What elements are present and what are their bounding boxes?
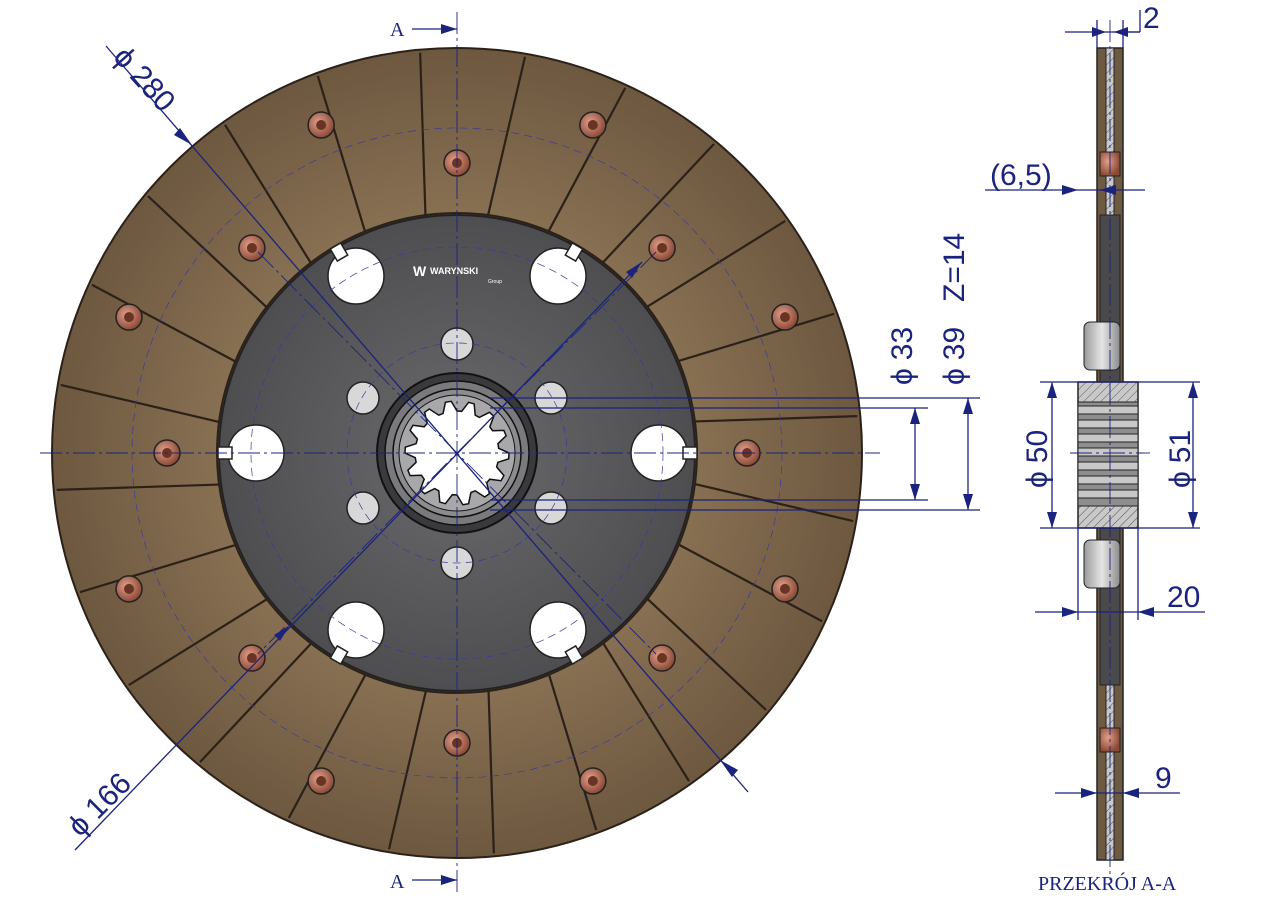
facing-groove xyxy=(316,75,367,232)
dimension-hub-width: 20 xyxy=(1035,528,1205,620)
svg-text:ϕ50: ϕ50 xyxy=(1021,430,1054,488)
facing-groove xyxy=(147,195,268,308)
rivet-center xyxy=(124,583,135,594)
facing-groove xyxy=(602,642,691,782)
spring-windows xyxy=(217,241,698,666)
rivet-center xyxy=(246,242,257,253)
facing-groove xyxy=(487,690,495,854)
rivet-center xyxy=(779,312,790,323)
rivet-center xyxy=(246,653,257,664)
rivet-center xyxy=(657,653,668,664)
facing-groove xyxy=(487,56,527,216)
rivet-center xyxy=(587,775,598,786)
facing-groove xyxy=(387,690,427,850)
rivet-center xyxy=(587,120,598,131)
facing-groove xyxy=(678,543,823,623)
rivet-center xyxy=(316,775,327,786)
facing-groove xyxy=(79,543,236,594)
svg-text:A: A xyxy=(390,871,405,893)
svg-text:A: A xyxy=(390,19,405,41)
rivet-center xyxy=(779,583,790,594)
svg-text:ϕ51: ϕ51 xyxy=(1164,430,1197,488)
dimension-thickness-top: 2 xyxy=(1065,2,1160,48)
facing-groove xyxy=(646,598,767,711)
svg-text:ϕ166: ϕ166 xyxy=(62,767,138,843)
dimension-thickness-mid: (6,5) xyxy=(985,159,1145,195)
svg-text:20: 20 xyxy=(1167,581,1200,614)
svg-text:(6,5): (6,5) xyxy=(990,159,1052,192)
facing-groove xyxy=(602,143,715,264)
dimension-hub-diameter: ϕ50 ϕ51 xyxy=(1021,381,1200,529)
svg-text:Z=14: Z=14 xyxy=(938,233,971,302)
facing-groove xyxy=(694,483,854,523)
logo-text: WARYNSKI xyxy=(430,266,478,276)
dimension-spline: ϕ33 ϕ39 Z=14 xyxy=(490,233,980,511)
logo-subtext: Group xyxy=(488,279,502,285)
facing-groove xyxy=(419,52,427,216)
svg-text:ϕ33: ϕ33 xyxy=(886,327,919,385)
facing-groove xyxy=(91,283,236,363)
facing-groove xyxy=(128,598,268,687)
facing-groove xyxy=(678,312,835,363)
section-title: PRZEKRÓJ A-A xyxy=(1038,871,1177,895)
facing-groove xyxy=(694,415,858,423)
facing-groove xyxy=(547,87,627,232)
facing-groove xyxy=(56,483,220,491)
rivet-center xyxy=(124,312,135,323)
facing-groove xyxy=(646,219,786,308)
logo-mark: W xyxy=(413,263,427,279)
svg-text:ϕ280: ϕ280 xyxy=(107,41,182,119)
facing-groove xyxy=(60,383,220,423)
facing-grooves xyxy=(56,52,858,854)
facing-groove xyxy=(547,674,598,831)
section-marker-bottom: A xyxy=(390,871,457,893)
section-view xyxy=(1070,20,1150,880)
facing-groove xyxy=(199,642,312,763)
facing-groove xyxy=(287,674,367,819)
manufacturer-logo: W WARYNSKI Group xyxy=(413,263,502,285)
section-marker-top: A xyxy=(390,19,457,41)
front-view: W WARYNSKI Group xyxy=(40,12,880,893)
facing-groove xyxy=(223,124,312,264)
svg-text:9: 9 xyxy=(1155,762,1172,795)
svg-text:2: 2 xyxy=(1143,2,1160,35)
svg-text:ϕ39: ϕ39 xyxy=(938,327,971,385)
rivet-center xyxy=(657,242,668,253)
rivet-center xyxy=(316,120,327,131)
dimension-facing-width: 9 xyxy=(1055,762,1180,798)
